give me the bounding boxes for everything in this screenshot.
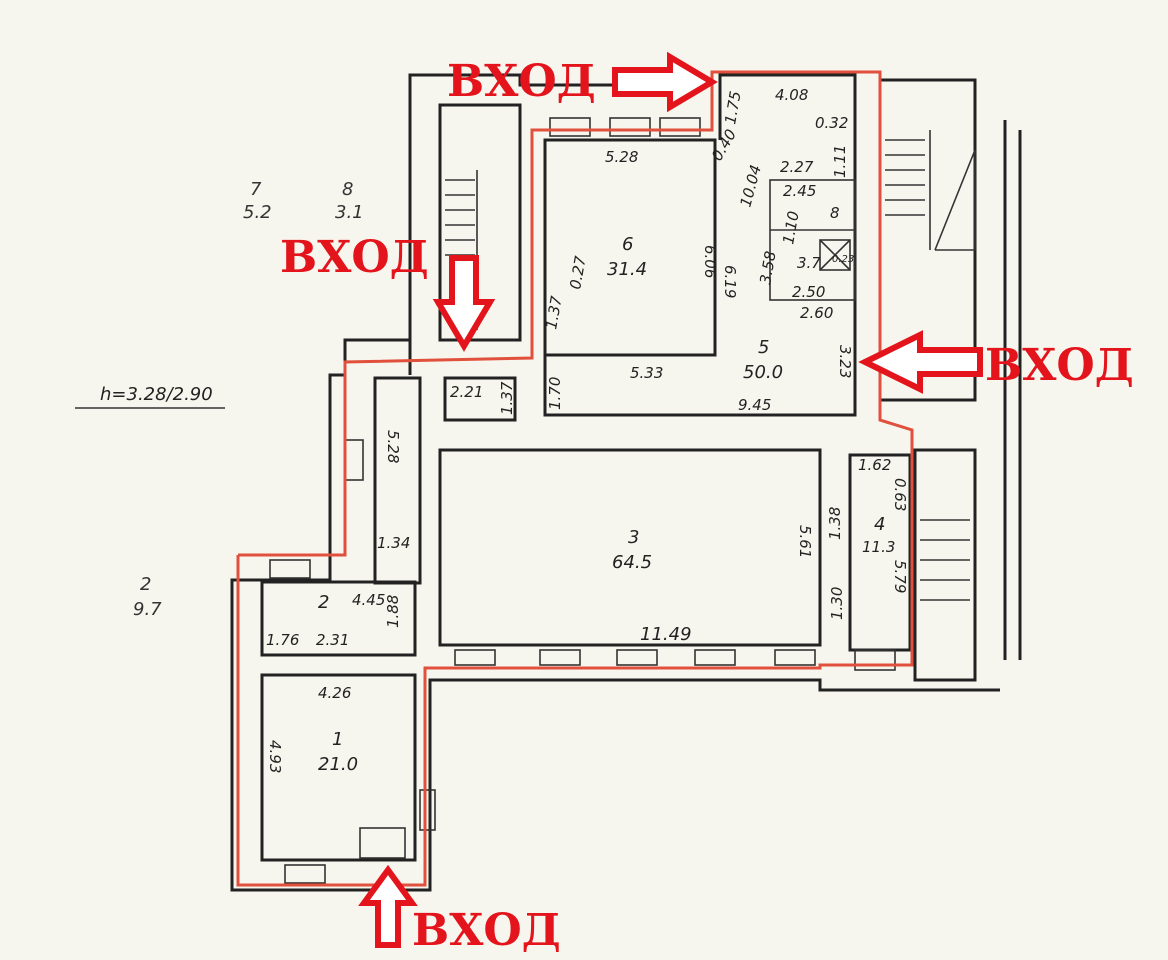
dimension: 1.30 [828, 587, 846, 620]
dimension: 1.76 [266, 631, 299, 649]
dimension: 11.49 [640, 624, 692, 645]
arrow-right-icon [612, 51, 718, 113]
dimension-labels: 4.08 1.75 0.32 1.11 0.40 5.28 2.27 10.04… [266, 86, 909, 773]
dimension: 10.04 [736, 163, 765, 209]
entry-top: ВХОД [447, 51, 718, 113]
dimension: 0.27 [566, 254, 590, 290]
room-6-area: 31.4 [607, 259, 647, 280]
room-3-number: 3 [628, 527, 639, 548]
dimension: 1.37 [498, 381, 516, 415]
entry-left: ВХОД [280, 232, 496, 352]
label-num: 2 [140, 574, 151, 595]
dimension: 0.40 [708, 126, 740, 164]
dimension: 5.28 [605, 148, 638, 166]
room-1-area: 21.0 [318, 754, 358, 775]
dimension: 2.21 [450, 383, 483, 401]
dimension: 1.88 [384, 595, 402, 628]
label-num: 8 [342, 179, 353, 200]
entry-label: ВХОД [985, 340, 1134, 391]
outside-labels: 7 5.2 8 3.1 2 9.7 [133, 179, 364, 620]
dimension: 1.75 [721, 90, 745, 126]
room-2-number: 2 [318, 592, 329, 613]
dimension: 2.50 [792, 283, 825, 301]
dimension: 5.28 [384, 430, 402, 463]
room-4-number: 4 [874, 514, 885, 535]
arrow-down-icon [432, 255, 496, 352]
room-6-number: 6 [622, 234, 633, 255]
room-1-number: 1 [332, 729, 343, 750]
room-3-area: 64.5 [612, 552, 652, 573]
entry-label: ВХОД [280, 232, 429, 283]
dimension: 5.33 [630, 364, 663, 382]
dimension: 4.93 [266, 740, 284, 773]
arrow-up-icon [358, 864, 418, 948]
dimension: 6.06 [701, 245, 719, 278]
dimension: 4.26 [318, 684, 351, 702]
dimension: 1.11 [831, 145, 849, 178]
dimension: 1.10 [779, 210, 803, 246]
room-5-number: 5 [758, 337, 769, 358]
dimension: 1.37 [542, 294, 566, 330]
height-note-text: h=3.28/2.90 [100, 384, 213, 405]
dimension: 3.23 [836, 345, 854, 378]
dimension: 6.19 [721, 265, 739, 298]
entry-bottom: ВХОД [358, 864, 561, 956]
label-area: 9.7 [133, 599, 162, 620]
dimension: 1.34 [377, 534, 410, 552]
label-area: 3.1 [335, 202, 364, 223]
dimension: 0.63 [891, 478, 909, 511]
dimension: 0.23 [832, 254, 854, 265]
room-2-dim: 4.45 [352, 591, 385, 609]
height-note: h=3.28/2.90 [75, 384, 225, 409]
dimension: 4.08 [775, 86, 808, 104]
dimension: 0.32 [815, 114, 848, 132]
dimension: 1.70 [546, 377, 564, 410]
dimension: 2.45 [783, 182, 816, 200]
entry-label: ВХОД [412, 905, 561, 956]
route-line [236, 70, 914, 887]
label-area: 5.2 [243, 202, 272, 223]
dimension: 3.58 [756, 250, 780, 286]
dimension: 5.61 [796, 525, 814, 558]
dimension: 5.79 [891, 560, 909, 593]
dimension: 9.45 [738, 396, 771, 414]
arrow-left-icon [858, 330, 983, 394]
dimension: 2.27 [780, 158, 814, 176]
entry-label: ВХОД [447, 56, 596, 107]
room-7-area: 3.7 [797, 254, 821, 272]
room-4-area: 11.3 [862, 538, 895, 556]
label-num: 7 [250, 179, 262, 200]
dimension: 2.60 [800, 304, 833, 322]
room-labels: 1 21.0 2 4.45 3 64.5 4 11.3 5 50.0 6 31.… [318, 204, 895, 775]
entry-right: ВХОД [858, 330, 1134, 394]
room-8-number: 8 [830, 204, 840, 222]
dimension: 1.38 [826, 507, 844, 540]
dimension: 1.62 [858, 456, 891, 474]
room-5-area: 50.0 [743, 362, 783, 383]
dimension: 2.31 [316, 631, 349, 649]
